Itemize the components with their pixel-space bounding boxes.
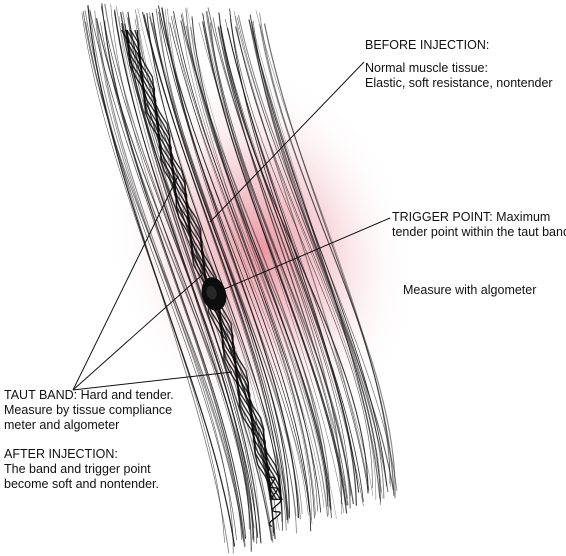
muscle-fiber [87,5,236,547]
artist-signature-icon [264,464,282,527]
muscle-fiber [151,22,297,517]
muscle-fiber [172,15,325,508]
muscle-fiber [148,12,298,534]
muscle-fiber [158,11,310,512]
muscle-fiber [118,16,260,534]
taut-band-strand [134,29,282,501]
muscle-fiber [202,21,348,514]
muscle-fiber [181,22,329,516]
muscle-fiber [124,23,273,541]
taut-band-strand [136,29,283,501]
muscle-fiber [101,3,247,539]
trigger-point-line-2: tender point within the taut band [392,225,566,239]
muscle-fiber [252,20,398,491]
before-injection-label: BEFORE INJECTION: Normal muscle tissue: … [365,38,553,91]
trigger-point-label: TRIGGER POINT: Maximum tender point with… [392,210,566,240]
muscle-fiber [236,17,381,502]
muscle-fiber [248,19,381,499]
muscle-fibers [81,3,398,554]
leader-line-taut-band-upper [72,175,179,391]
muscle-fiber [263,23,395,496]
muscle-fiber [114,9,259,538]
taut-band-line-3: meter and algometer [4,418,120,432]
taut-band-strand [125,29,271,501]
after-injection-line-1: The band and trigger point [4,462,151,476]
trigger-point-line-1: TRIGGER POINT: Maximum [392,210,551,224]
muscle-fiber [234,15,382,492]
muscle-fiber [146,12,283,522]
algometer-label: Measure with algometer [403,283,536,298]
muscle-fiber [234,26,370,491]
before-injection-heading: BEFORE INJECTION: [365,38,490,52]
muscle-fiber [94,10,245,548]
muscle-fiber [185,25,329,517]
after-injection-label: AFTER INJECTION: The band and trigger po… [4,447,159,492]
leader-line-before-injection [209,61,365,223]
muscle-fiber [170,16,318,512]
muscle-fiber [218,25,364,507]
muscle-fiber [151,12,290,518]
before-injection-line-1: Normal muscle tissue: [365,61,488,75]
taut-band-line-2: Measure by tissue compliance [4,403,173,417]
muscle-fiber [159,18,303,515]
muscle-fiber [162,10,312,520]
muscle-fiber [217,26,355,505]
leader-lines [72,61,391,391]
taut-band [120,29,283,501]
muscle-fiber [173,11,322,513]
muscle-fiber [205,11,349,506]
muscle-fiber [141,11,288,521]
muscle-fiber [255,10,391,488]
muscle-fiber [229,14,373,489]
muscle-fiber [185,8,331,508]
muscle-fiber [229,18,374,496]
muscle-fiber [202,13,345,514]
muscle-fiber [186,7,337,520]
algometer-text: Measure with algometer [403,283,537,297]
muscle-fiber [164,8,309,516]
muscle-fiber [218,12,369,494]
muscle-fiber [144,16,287,531]
muscle-fiber [82,11,243,540]
muscle-fiber [167,8,313,525]
leader-line-taut-band-lower [72,371,233,391]
muscle-fiber [182,12,316,516]
muscle-fiber [229,8,364,502]
muscle-fiber [259,24,396,499]
taut-band-label: TAUT BAND: Hard and tender. Measure by t… [4,388,174,433]
taut-band-line-1: TAUT BAND: Hard and tender. [4,388,174,402]
muscle-fiber [96,19,245,542]
muscle-fiber [212,17,351,496]
before-injection-line-2: Elastic, soft resistance, nontender [365,76,553,90]
after-injection-heading: AFTER INJECTION: [4,447,118,461]
muscle-fiber [251,21,394,491]
leader-line-trigger-point [221,217,391,291]
trigger-point-highlight [206,285,217,300]
muscle-fiber [253,28,383,499]
muscle-fiber [89,9,234,554]
after-injection-line-2: become soft and nontender. [4,477,159,491]
leader-line-taut-band-middle [72,274,203,391]
muscle-fiber [206,10,348,507]
muscle-fiber [110,4,255,539]
muscle-fiber [100,22,244,539]
